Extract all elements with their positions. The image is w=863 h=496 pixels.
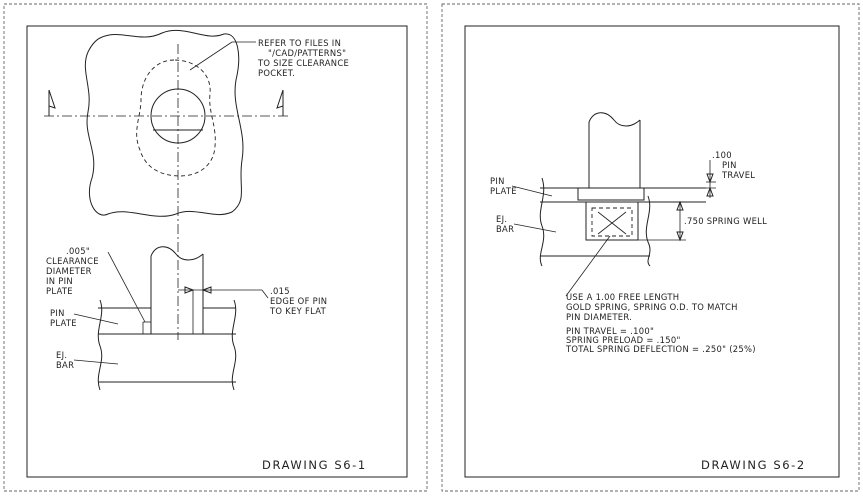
edge-note-line3: TO KEY FLAT bbox=[269, 306, 327, 316]
pin-top-break bbox=[588, 112, 641, 127]
edge-note-line2: EDGE OF PIN bbox=[270, 296, 327, 306]
panel-frame-right bbox=[441, 3, 860, 492]
edge-dimension-arrow-left bbox=[184, 286, 195, 294]
ej-bar-label-leader bbox=[73, 359, 119, 365]
well-arrow-bottom bbox=[676, 231, 684, 242]
plate-break-outline bbox=[84, 29, 244, 217]
section-arrow-left bbox=[48, 89, 56, 109]
travel-note-line2: PIN bbox=[722, 160, 737, 170]
pin-head bbox=[577, 187, 645, 201]
refer-note-line2: "/CAD/PATTERNS" bbox=[268, 48, 346, 58]
clearance-pocket-outline bbox=[136, 59, 216, 177]
use-note-line1: USE A 1.00 FREE LENGTH bbox=[566, 292, 679, 302]
travel-note-line1: .100 bbox=[712, 150, 732, 160]
spec-note-line2: SPRING PRELOAD = .150" bbox=[566, 335, 681, 345]
clearance-note-line2: CLEARANCE bbox=[46, 256, 99, 266]
section-arrow-right bbox=[276, 89, 284, 109]
ej-bar-label-line2: BAR bbox=[56, 360, 74, 370]
section-break-right bbox=[231, 299, 237, 391]
travel-note-line3: TRAVEL bbox=[721, 170, 755, 180]
panel-frame-left bbox=[3, 3, 428, 492]
break-line-right bbox=[645, 195, 651, 267]
clearance-note-line5: PLATE bbox=[46, 286, 73, 296]
spring-well bbox=[585, 201, 639, 241]
refer-note-line3: TO SIZE CLEARANCE bbox=[257, 58, 349, 68]
clearance-leader-line bbox=[107, 251, 146, 323]
pin-plate-label-line1: PIN bbox=[490, 176, 505, 186]
pin-plate-label-line2: PLATE bbox=[50, 318, 77, 328]
pin-section-break bbox=[150, 246, 204, 261]
refer-note-line1: REFER TO FILES IN bbox=[258, 38, 341, 48]
spring-well-note: .750 SPRING WELL bbox=[684, 216, 767, 226]
pin-plate-label-leader bbox=[511, 185, 553, 197]
drawing-title-left: DRAWING S6-1 bbox=[262, 458, 367, 472]
break-line-left bbox=[539, 177, 545, 267]
drawing-border-left bbox=[26, 25, 408, 478]
travel-arrow-top bbox=[706, 173, 714, 184]
edge-note-line1: .015 bbox=[270, 286, 290, 296]
clearance-note-line4: IN PIN bbox=[46, 276, 73, 286]
section-break-left bbox=[97, 299, 103, 391]
edge-dimension-leader bbox=[261, 289, 269, 299]
use-note-line2: GOLD SPRING, SPRING O.D. TO MATCH bbox=[566, 302, 738, 312]
spring-outline bbox=[591, 207, 633, 237]
spring-leader-line bbox=[565, 235, 611, 297]
pin-plate-label-line2: PLATE bbox=[490, 186, 517, 196]
refer-note-line4: POCKET. bbox=[258, 68, 295, 78]
spec-note-line1: PIN TRAVEL = .100" bbox=[566, 326, 654, 336]
clearance-note-line1: .005" bbox=[66, 246, 90, 256]
panel-drawing-s6-2: .100 PIN TRAVEL .750 SPRING WELL PIN PLA… bbox=[441, 3, 860, 492]
pin-plate-label-leader bbox=[73, 313, 119, 325]
ej-bar-label-line1: EJ. bbox=[496, 214, 507, 224]
ej-bar-label-line1: EJ. bbox=[56, 350, 67, 360]
edge-dimension-arrow-right bbox=[201, 286, 212, 294]
travel-arrow-bottom bbox=[706, 186, 714, 197]
use-note-line3: PIN DIAMETER. bbox=[566, 312, 632, 322]
drawing-border-right bbox=[464, 25, 840, 478]
drawing-title-right: DRAWING S6-2 bbox=[701, 458, 806, 472]
clearance-note-line3: DIAMETER bbox=[46, 266, 92, 276]
spec-note-line3: TOTAL SPRING DEFLECTION = .250" (25%) bbox=[565, 344, 756, 354]
panel-drawing-s6-1: REFER TO FILES IN "/CAD/PATTERNS" TO SIZ… bbox=[3, 3, 428, 492]
well-arrow-top bbox=[676, 200, 684, 211]
pocket-leader-line bbox=[189, 41, 233, 71]
pin-plate-label-line1: PIN bbox=[50, 308, 65, 318]
spring-cross-2 bbox=[597, 211, 627, 235]
ej-bar-label-line2: BAR bbox=[496, 224, 514, 234]
ej-bar-label-leader bbox=[513, 223, 557, 233]
